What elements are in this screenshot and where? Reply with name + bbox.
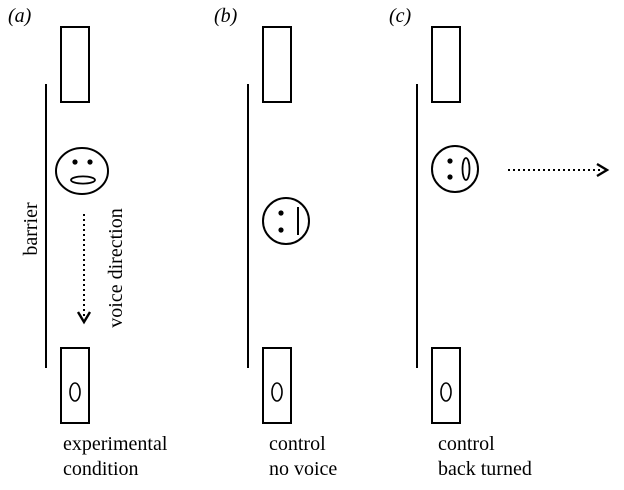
caption-line2: no voice — [269, 458, 337, 480]
panel-c: (c) control back turned — [389, 5, 610, 480]
panel-label-b: (b) — [214, 5, 238, 27]
caption-line2: back turned — [438, 458, 532, 480]
top-box — [262, 26, 292, 103]
caption-line2: condition — [63, 458, 139, 480]
bottom-box — [262, 347, 292, 424]
top-box — [431, 26, 461, 103]
caption-line1: control — [438, 433, 495, 455]
voice-direction-label: voice direction — [105, 208, 127, 327]
panel-a: (a) barrier voice direction experimental… — [8, 5, 168, 480]
panel-b: (b) control no voice — [214, 5, 337, 480]
bottom-box-eye-icon — [69, 382, 81, 402]
panel-label-a: (a) — [8, 5, 32, 27]
bottom-box — [431, 347, 461, 424]
voice-direction-arrow — [76, 214, 92, 325]
bottom-box-eye-icon — [440, 382, 452, 402]
bottom-box-eye-icon — [271, 382, 283, 402]
speaking-face-icon — [55, 147, 109, 195]
look-direction-arrow — [508, 162, 610, 178]
barrier-label: barrier — [20, 202, 42, 256]
bottom-box — [60, 347, 90, 424]
back-turned-face-icon — [431, 145, 479, 193]
silent-face-icon — [262, 197, 310, 245]
caption-line1: experimental — [63, 433, 168, 455]
caption-line1: control — [269, 433, 326, 455]
top-box — [60, 26, 90, 103]
panel-label-c: (c) — [389, 5, 412, 27]
